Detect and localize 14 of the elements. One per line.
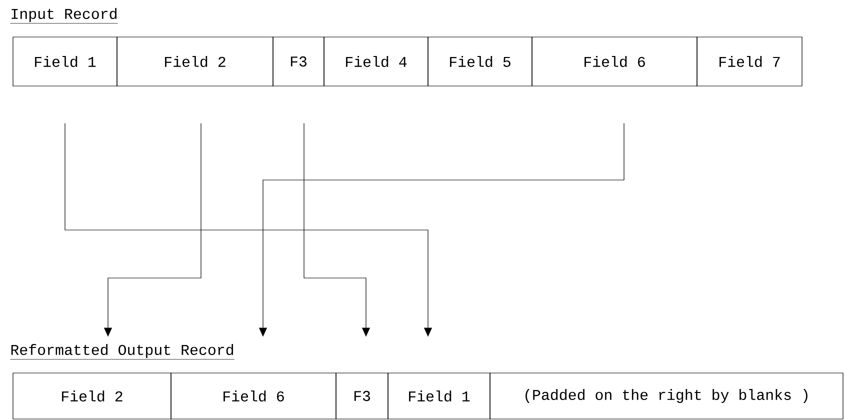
field-box: Field 5: [428, 36, 532, 86]
field-box: Field 4: [324, 36, 428, 86]
field-box: (Padded on the right by blanks ): [490, 372, 844, 420]
record-title: Reformatted Output Record: [10, 344, 235, 360]
field-box: Field 1: [12, 36, 118, 86]
field-box: F3: [336, 372, 388, 420]
record-title: Input Record: [10, 8, 118, 24]
field-box: Field 7: [696, 36, 802, 86]
field-box: Field 6: [532, 36, 698, 86]
field-box: Field 2: [116, 36, 274, 86]
field-box: Field 6: [170, 372, 336, 420]
field-box: F3: [272, 36, 324, 86]
field-box: Field 1: [388, 372, 490, 420]
field-box: Field 2: [12, 372, 172, 420]
